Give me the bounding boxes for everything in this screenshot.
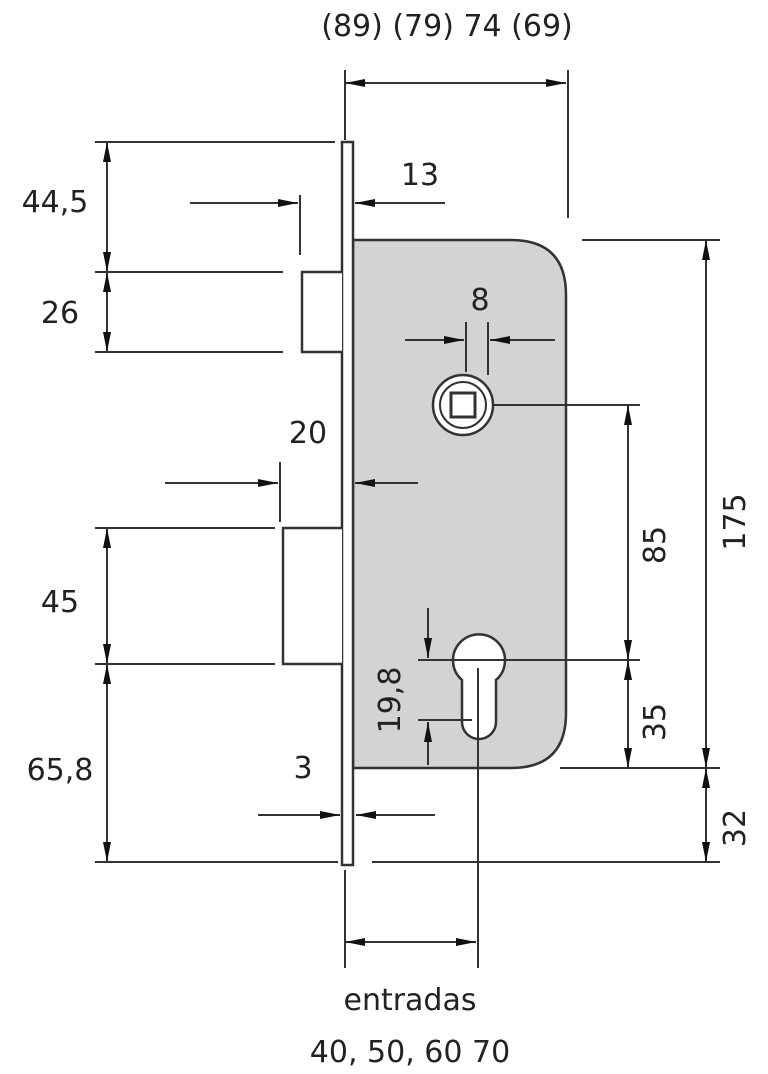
label-13: 13 — [401, 158, 439, 193]
label-44-5: 44,5 — [22, 185, 89, 220]
label-entradas: entradas — [343, 983, 476, 1018]
spindle-hole — [431, 373, 495, 437]
label-backset: (89) (79) 74 (69) — [321, 9, 573, 44]
label-8: 8 — [470, 283, 489, 318]
label-3: 3 — [293, 751, 312, 786]
label-26: 26 — [41, 296, 79, 331]
label-35: 35 — [638, 703, 673, 741]
latch-bolt — [300, 270, 342, 354]
label-entradas-values: 40, 50, 60 70 — [310, 1035, 510, 1070]
deadbolt — [281, 526, 342, 666]
label-32: 32 — [718, 809, 753, 847]
dimension-lines — [103, 79, 710, 946]
label-65-8: 65,8 — [27, 753, 94, 788]
label-175: 175 — [718, 493, 753, 550]
faceplate — [340, 140, 355, 867]
label-85: 85 — [638, 526, 673, 564]
label-19-8: 19,8 — [373, 667, 408, 734]
label-20: 20 — [289, 416, 327, 451]
extension-lines — [95, 70, 720, 968]
label-45: 45 — [41, 585, 79, 620]
lock-body — [351, 238, 568, 770]
